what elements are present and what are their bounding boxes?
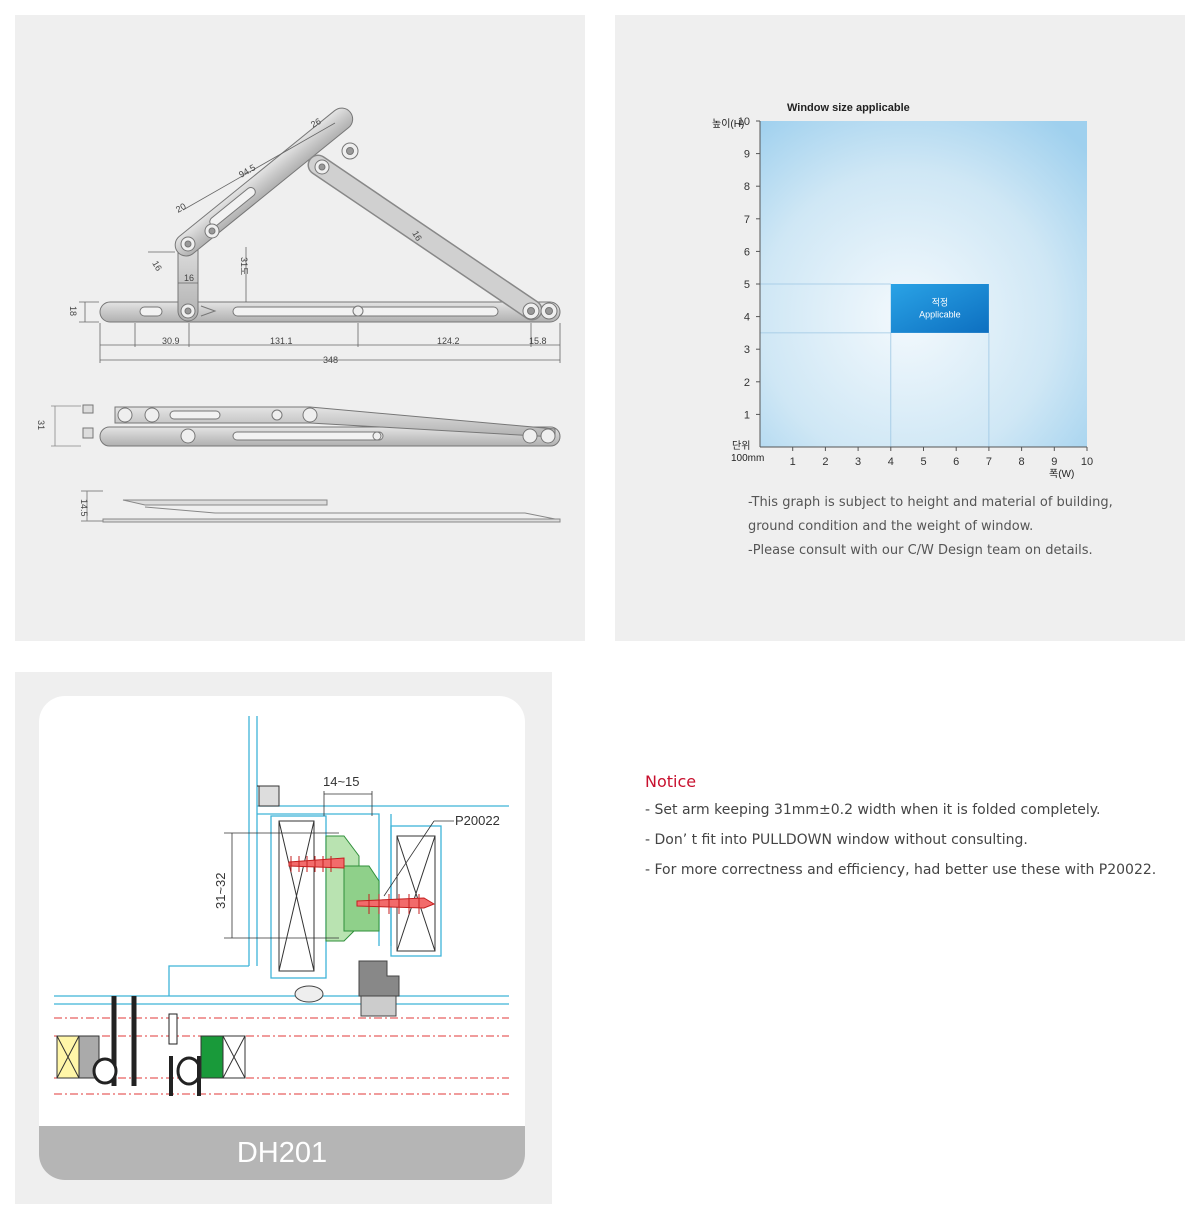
- notice-item-3: - For more correctness and efficiency, h…: [645, 862, 1157, 878]
- y-tick-label: 7: [744, 214, 750, 226]
- dim-16-right: 16: [410, 229, 424, 243]
- region-layer: 적정 Applicable: [890, 284, 989, 333]
- red-center-lines: [54, 1017, 509, 1095]
- y-tick-label: 1: [744, 409, 750, 421]
- applicable-region: [890, 284, 989, 333]
- dim-131-1: 131.1: [270, 336, 293, 346]
- graph-note-3: -Please consult with our C/W Design team…: [748, 543, 1093, 558]
- dim-15-8: 15.8: [529, 336, 547, 346]
- notice-item-1: - Set arm keeping 31mm±0.2 width when it…: [645, 802, 1101, 818]
- notice-item-2: - Don’ t fit into PULLDOWN window withou…: [645, 832, 1028, 848]
- bracket-green: [325, 835, 380, 942]
- dim-20: 20: [174, 201, 188, 215]
- dim-31: 31: [36, 420, 46, 430]
- dim-31-32: 31~32: [213, 872, 228, 909]
- y-tick-label: 2: [744, 377, 750, 389]
- dim-30-9: 30.9: [162, 336, 180, 346]
- dim-16-mid: 16: [184, 273, 194, 283]
- dim-14-5: 14.5: [79, 499, 89, 517]
- unit-label-mm: 100mm: [731, 453, 764, 464]
- x-tick-label: 3: [855, 456, 861, 468]
- section-drawing: 14~15 31~32 P20022: [54, 716, 509, 1096]
- y-tick-label: 10: [738, 116, 750, 128]
- model-name-bar: DH201: [39, 1126, 525, 1180]
- hinge-dimension-lines: [79, 122, 561, 363]
- x-tick-label: 9: [1051, 456, 1057, 468]
- y-tick-label: 5: [744, 279, 750, 291]
- applicable-label-en: Applicable: [919, 309, 961, 319]
- hinge-drawing-panel: 26 94.5 20 16 16 31도 16 18 30.9 131.1 12…: [15, 15, 585, 641]
- y-tick-label: 4: [744, 312, 750, 324]
- screw-left: [288, 856, 345, 872]
- dim-31-degree: 31도: [239, 257, 249, 275]
- hinge-top-view: [99, 107, 561, 323]
- hinge-folded-view: [51, 404, 561, 447]
- unit-label-ko: 단위: [732, 439, 750, 452]
- x-tick-label: 4: [888, 456, 894, 468]
- section-drawing-card: 14~15 31~32 P20022 DH201: [39, 696, 525, 1180]
- x-tick-label: 1: [790, 456, 796, 468]
- part-label-p20022: P20022: [455, 813, 500, 828]
- x-tick-label: 7: [986, 456, 992, 468]
- graph-note-1: -This graph is subject to height and mat…: [748, 495, 1113, 510]
- notice-title: Notice: [645, 772, 697, 791]
- dimension-marks: [224, 791, 454, 939]
- screw-right: [356, 894, 436, 914]
- x-tick-label: 10: [1081, 456, 1093, 468]
- dim-26: 26: [309, 116, 323, 130]
- y-tick-label: 6: [744, 246, 750, 258]
- x-tick-label: 8: [1019, 456, 1025, 468]
- y-tick-label: 3: [744, 344, 750, 356]
- hardware-blocks: [294, 960, 400, 1017]
- window-size-chart: Window size applicable 적정 Applicable 10 9 8…: [712, 102, 1093, 480]
- frame-profiles: [54, 716, 509, 1005]
- hinge-drawing: 26 94.5 20 16 16 31도 16 18 30.9 131.1 12…: [36, 107, 561, 523]
- x-axis-label: 폭(W): [1049, 468, 1074, 480]
- hinge-side-view: [81, 490, 561, 523]
- chart-title: Window size applicable: [787, 102, 910, 114]
- x-tick-label: 6: [953, 456, 959, 468]
- x-tick-labels: 1 2 3 4 5 6 7 8 9 10: [790, 456, 1093, 468]
- x-tick-label: 5: [920, 456, 926, 468]
- dim-124-2: 124.2: [437, 336, 460, 346]
- y-axis-label: 높이(H): [712, 118, 744, 130]
- axes: [756, 120, 1088, 451]
- y-tick-label: 9: [744, 149, 750, 161]
- applicable-label-ko: 적정: [932, 296, 949, 307]
- window-size-graph-panel: Window size applicable 적정 Applicable 10 9 8…: [615, 15, 1185, 641]
- dim-14-15: 14~15: [323, 774, 360, 789]
- x-tick-label: 2: [822, 456, 828, 468]
- y-tick-labels: 10 9 8 7 6 5 4 3 2 1: [738, 116, 750, 421]
- bottom-profile: [56, 996, 246, 1096]
- y-tick-label: 8: [744, 181, 750, 193]
- guide-lines: [760, 283, 990, 447]
- hinge-dimension-labels: 26 94.5 20 16 16 31도 16 18 30.9 131.1 12…: [68, 116, 547, 365]
- dim-348: 348: [323, 355, 338, 365]
- dim-16-left: 16: [150, 259, 164, 273]
- graph-note-2: ground condition and the weight of windo…: [748, 519, 1034, 534]
- hatch-seal: [258, 785, 280, 807]
- dim-18: 18: [68, 306, 78, 316]
